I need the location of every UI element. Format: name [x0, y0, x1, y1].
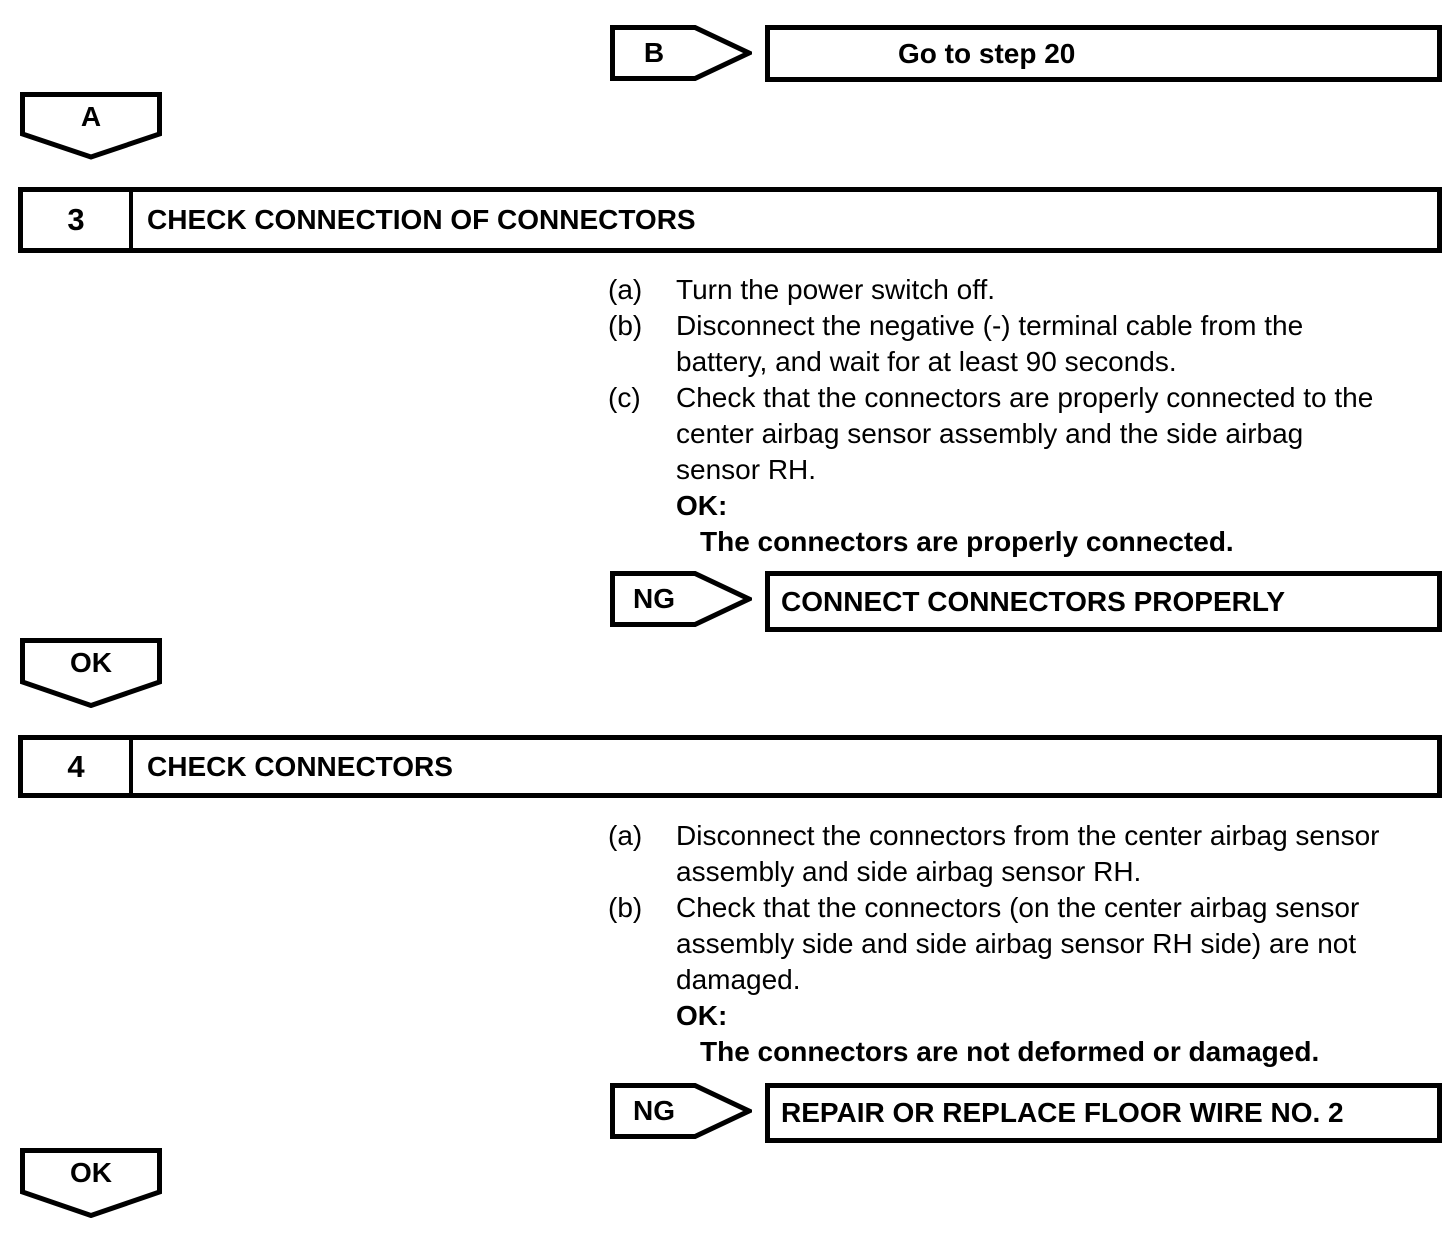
step-4-ok-connector: OK [20, 1148, 162, 1218]
instruction-label: (b) [608, 892, 643, 923]
goto-step-box: Go to step 20 [765, 25, 1442, 82]
instruction-a: (a) Disconnect the connectors from the c… [608, 818, 1456, 890]
instruction-label: (c) [608, 382, 641, 413]
ok-condition: The connectors are properly connected. [700, 526, 1234, 557]
right-arrow-pentagon-icon [610, 571, 752, 627]
step-4-title: CHECK CONNECTORS [147, 750, 453, 782]
connector-a-label: A [80, 101, 102, 132]
instruction-text: Check that the connectors are properly c… [676, 382, 1374, 485]
instruction-text: Disconnect the connectors from the cente… [676, 820, 1380, 887]
instruction-b: (b) Disconnect the negative (-) terminal… [608, 308, 1456, 380]
down-arrow-pentagon-icon [20, 92, 162, 160]
step-3-ok-connector: OK [20, 638, 162, 708]
instruction-label: (a) [608, 820, 643, 851]
ok-heading: OK: [676, 1000, 728, 1031]
connector-a: A [20, 92, 162, 160]
ok-condition: The connectors are not deformed or damag… [700, 1036, 1320, 1067]
ng-label: NG [633, 583, 675, 614]
ng-action-text: REPAIR OR REPLACE FLOOR WIRE NO. 2 [781, 1097, 1344, 1128]
goto-step-text: Go to step 20 [898, 37, 1076, 69]
instruction-c: (c) Check that the connectors are proper… [608, 380, 1456, 488]
instruction-a: (a) Turn the power switch off. [608, 272, 1456, 308]
step-3-instructions: (a) Turn the power switch off. (b) Disco… [608, 272, 1456, 560]
step-3-title: CHECK CONNECTION OF CONNECTORS [147, 204, 696, 235]
step-3-number: 3 [23, 192, 133, 248]
right-arrow-pentagon-icon [610, 1083, 752, 1139]
step-4-header: 4 CHECK CONNECTORS [18, 735, 1442, 798]
ng-action-text: CONNECT CONNECTORS PROPERLY [781, 585, 1286, 617]
instruction-text: Turn the power switch off. [676, 274, 996, 305]
connector-b-arrow: B [610, 25, 752, 81]
ok-heading: OK: [676, 490, 728, 521]
step-3-ng-arrow: NG [610, 571, 752, 627]
right-arrow-pentagon-icon [610, 25, 752, 81]
instruction-text: Disconnect the negative (-) terminal cab… [676, 310, 1304, 377]
ng-label: NG [633, 1095, 675, 1126]
ok-label: OK [70, 1157, 112, 1188]
step-3-header: 3 CHECK CONNECTION OF CONNECTORS [18, 187, 1442, 253]
ok-label: OK [70, 647, 112, 678]
down-arrow-pentagon-icon [20, 638, 162, 708]
instruction-label: (b) [608, 310, 643, 341]
step-4-ng-arrow: NG [610, 1083, 752, 1139]
down-arrow-pentagon-icon [20, 1148, 162, 1218]
instruction-b: (b) Check that the connectors (on the ce… [608, 890, 1456, 998]
instruction-text: Check that the connectors (on the center… [676, 892, 1360, 995]
step-4-number: 4 [23, 740, 133, 793]
instruction-label: (a) [608, 274, 643, 305]
step-4-ng-action-box: REPAIR OR REPLACE FLOOR WIRE NO. 2 [765, 1083, 1442, 1143]
step-3-ng-action-box: CONNECT CONNECTORS PROPERLY [765, 571, 1442, 632]
connector-b-label: B [643, 37, 665, 68]
step-4-instructions: (a) Disconnect the connectors from the c… [608, 818, 1456, 1070]
